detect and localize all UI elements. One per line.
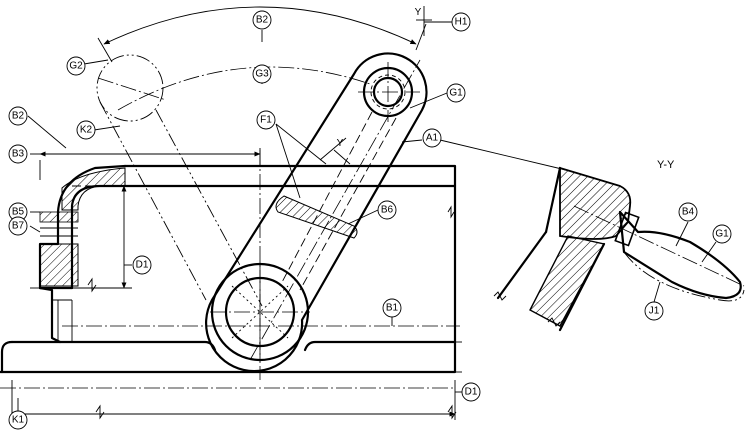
- cut-letter-top: Y: [415, 7, 422, 18]
- callout-b7: B7: [8, 216, 28, 236]
- callout-j1: J1: [644, 301, 664, 321]
- callout-text: B3: [12, 149, 25, 160]
- dimension-lines: [11, 148, 462, 420]
- callout-text: B1: [386, 303, 399, 314]
- callout-text: B7: [12, 221, 25, 232]
- phantom-lever: [96, 54, 263, 307]
- callout-g1-top: G1: [446, 83, 466, 103]
- callout-text: G3: [255, 69, 269, 80]
- callout-d1-bottom: D1: [461, 382, 481, 402]
- callout-text: B4: [682, 207, 695, 218]
- callout-b4: B4: [678, 202, 698, 222]
- callout-b3: B3: [8, 144, 28, 164]
- callout-d1-mid: D1: [132, 255, 152, 275]
- section-view: [493, 166, 745, 332]
- callout-text: B2: [12, 111, 25, 122]
- leader-lines: [17, 21, 717, 414]
- callout-text: H1: [455, 17, 468, 28]
- callout-g3: G3: [252, 64, 272, 84]
- callout-text: K1: [12, 415, 25, 426]
- callout-a1: A1: [422, 128, 442, 148]
- callout-k1: K1: [8, 410, 28, 430]
- cut-plane: [319, 6, 432, 165]
- callout-text: D1: [465, 387, 478, 398]
- callout-text: B5: [12, 207, 25, 218]
- swing-arc: [97, 6, 427, 111]
- callout-text: G2: [69, 61, 83, 72]
- callout-b2-top: B2: [252, 10, 272, 30]
- callout-g2: G2: [66, 56, 86, 76]
- callout-text: G1: [715, 229, 729, 240]
- cut-letter-mid: Y: [337, 138, 344, 149]
- lever-arm: [205, 52, 428, 373]
- callout-k2: K2: [76, 120, 96, 140]
- callout-b2-left: B2: [8, 106, 28, 126]
- callout-text: G1: [449, 88, 463, 99]
- callout-text: F1: [260, 115, 272, 126]
- callout-g1-section: G1: [712, 224, 732, 244]
- callout-b1: B1: [382, 298, 402, 318]
- callout-text: J1: [649, 306, 660, 317]
- callout-text: A1: [426, 133, 439, 144]
- section-title: Y-Y: [657, 159, 675, 171]
- callout-text: K2: [80, 125, 93, 136]
- callout-f1: F1: [256, 110, 276, 130]
- callout-text: B6: [381, 205, 394, 216]
- callout-text: D1: [136, 260, 149, 271]
- callout-b6: B6: [377, 200, 397, 220]
- callout-h1: H1: [451, 12, 471, 32]
- callout-text: B2: [256, 15, 269, 26]
